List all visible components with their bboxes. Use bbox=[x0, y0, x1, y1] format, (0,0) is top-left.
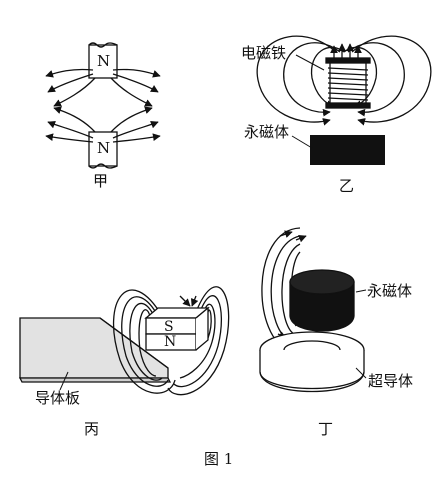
magnet-bing bbox=[144, 306, 210, 351]
panel-ding-label: 丁 bbox=[318, 420, 334, 438]
bottom-magnet bbox=[88, 131, 118, 167]
permanent-magnet-yi bbox=[310, 135, 385, 165]
jia-bottom-pole-label: N bbox=[97, 139, 111, 157]
bing-magnet-n-label: N bbox=[164, 334, 177, 350]
conductor-plate-label: 导体板 bbox=[35, 389, 81, 407]
conductor-plate bbox=[18, 317, 172, 383]
field-lines-bottom bbox=[45, 106, 161, 143]
panel-jia-label: 甲 bbox=[93, 172, 109, 190]
panel-bing-diagram bbox=[18, 286, 230, 396]
panel-jia-diagram bbox=[45, 42, 161, 169]
bing-magnet-s-label: S bbox=[164, 319, 174, 335]
panel-bing-label: 丙 bbox=[84, 420, 100, 438]
field-lines-top bbox=[45, 68, 161, 107]
figure-caption: 图 1 bbox=[204, 450, 234, 468]
panel-yi-label: 乙 bbox=[339, 177, 355, 195]
electromagnet-field-lines bbox=[256, 35, 432, 126]
panel-ding-diagram bbox=[259, 227, 367, 393]
permanent-magnet-label-ding: 永磁体 bbox=[367, 282, 413, 300]
superconductor-ring bbox=[259, 331, 365, 393]
jia-top-pole-label: N bbox=[97, 52, 111, 70]
permanent-magnet-ding bbox=[289, 269, 355, 332]
electromagnet-label: 电磁铁 bbox=[241, 44, 287, 62]
superconductor-label: 超导体 bbox=[368, 372, 414, 390]
field-lines-bing-right bbox=[167, 286, 230, 396]
top-magnet bbox=[88, 44, 118, 79]
panel-yi-diagram bbox=[256, 35, 432, 165]
field-lines-bing-left bbox=[112, 289, 176, 394]
permanent-magnet-label-yi: 永磁体 bbox=[244, 123, 290, 141]
electromagnet-coil bbox=[325, 57, 371, 109]
